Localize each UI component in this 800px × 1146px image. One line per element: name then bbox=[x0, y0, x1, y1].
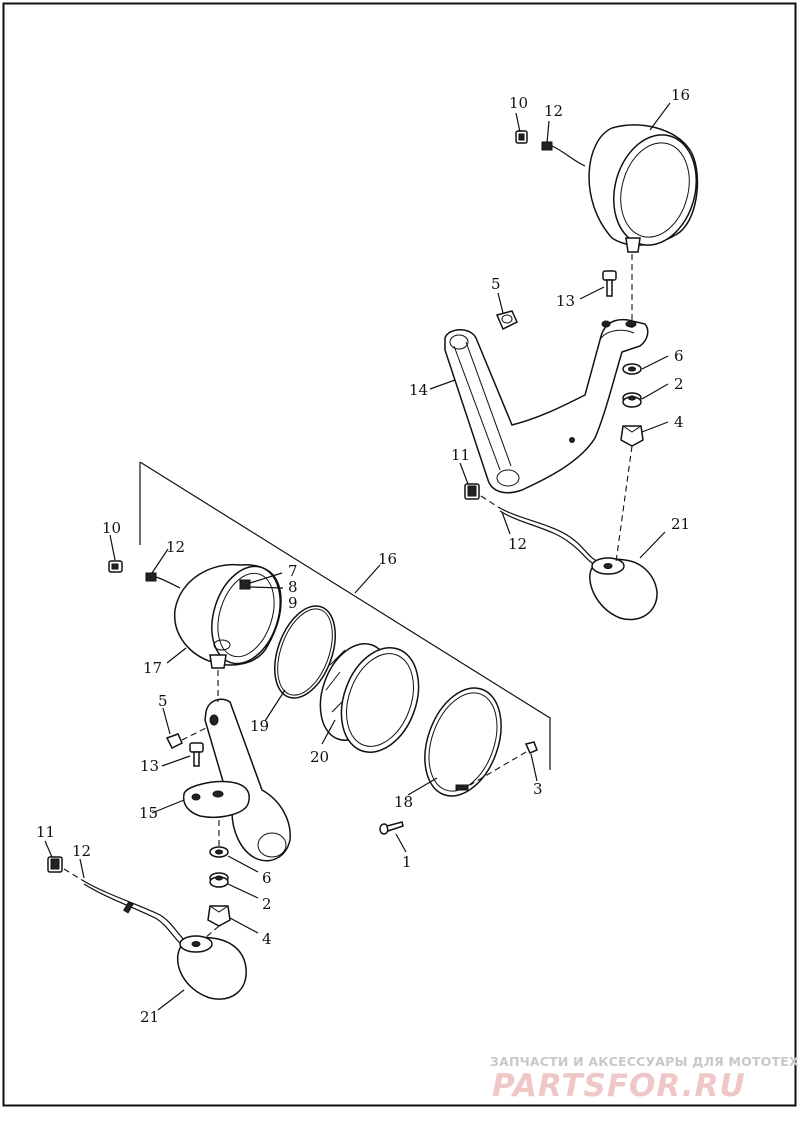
gasket-ring-19 bbox=[274, 605, 336, 699]
callout-12: 12 bbox=[508, 535, 527, 553]
callout-19: 19 bbox=[250, 717, 269, 735]
callout-21: 21 bbox=[140, 1008, 159, 1026]
lower-bolt-13 bbox=[189, 742, 204, 767]
callout-1: 1 bbox=[402, 853, 412, 871]
screw-1 bbox=[379, 821, 404, 835]
callout-21: 21 bbox=[671, 515, 690, 533]
callout-2: 2 bbox=[674, 375, 684, 393]
lower-axis-line-b bbox=[204, 820, 220, 939]
lower-bracket-15 bbox=[182, 698, 291, 862]
upper-bolt-13 bbox=[602, 270, 617, 297]
callout-12: 12 bbox=[544, 102, 563, 120]
callout-14: 14 bbox=[409, 381, 428, 399]
callout-5: 5 bbox=[491, 275, 501, 293]
callout-12: 12 bbox=[72, 842, 91, 860]
sealed-beam-20 bbox=[319, 643, 420, 753]
callout-10: 10 bbox=[102, 519, 121, 537]
group-bracket-right bbox=[139, 461, 551, 770]
callout-4: 4 bbox=[674, 413, 684, 431]
upper-signal-wire-12 bbox=[480, 495, 601, 567]
lower-connector-10 bbox=[108, 560, 123, 573]
upper-assembly bbox=[444, 124, 699, 621]
lower-lamp-housing-17 bbox=[174, 563, 282, 669]
callout-7: 7 bbox=[288, 562, 298, 580]
upper-connector-10 bbox=[515, 130, 528, 144]
upper-axis-line-b bbox=[615, 445, 633, 563]
callout-17: 17 bbox=[143, 659, 162, 677]
upper-turn-signal-21 bbox=[589, 557, 658, 621]
callout-18: 18 bbox=[394, 793, 413, 811]
callout-5: 5 bbox=[158, 692, 168, 710]
lower-assembly bbox=[47, 461, 551, 1000]
leader-lines bbox=[44, 102, 671, 1011]
watermark-logo: PARTSFOR.RU bbox=[492, 1068, 746, 1104]
lower-hardware-stack bbox=[207, 846, 231, 927]
callout-3: 3 bbox=[533, 780, 543, 798]
lower-connector-11 bbox=[47, 856, 63, 873]
upper-connector-11 bbox=[464, 483, 480, 500]
callout-13: 13 bbox=[140, 757, 159, 775]
callout-4: 4 bbox=[262, 930, 272, 948]
upper-cap-nut-5 bbox=[495, 310, 518, 331]
lower-cap-nut-5 bbox=[165, 727, 207, 750]
trim-ring-18 bbox=[424, 687, 502, 797]
callouts: 10 12 16 5 13 14 6 2 4 11 12 21 10 12 7 … bbox=[36, 86, 690, 1026]
callout-13: 13 bbox=[556, 292, 575, 310]
upper-hardware-stack bbox=[620, 363, 644, 447]
callout-2: 2 bbox=[262, 895, 272, 913]
callout-12: 12 bbox=[166, 538, 185, 556]
callout-16: 16 bbox=[671, 86, 690, 104]
lower-wire-12 bbox=[145, 572, 181, 589]
callout-15: 15 bbox=[139, 804, 158, 822]
callout-6: 6 bbox=[674, 347, 684, 365]
callout-9: 9 bbox=[288, 594, 298, 612]
callout-20: 20 bbox=[310, 748, 329, 766]
lower-signal-wire-12 bbox=[63, 868, 189, 948]
upper-lamp-housing bbox=[588, 124, 699, 253]
upper-wire-12 bbox=[541, 141, 586, 167]
lower-turn-signal-21 bbox=[176, 935, 247, 1000]
callout-11: 11 bbox=[451, 446, 470, 464]
page-border bbox=[2, 2, 797, 1107]
watermark: ЗАПЧАСТИ И АКСЕССУАРЫ ДЛЯ МОТОТЕХНИКИ PA… bbox=[490, 1054, 800, 1104]
watermark-tagline: ЗАПЧАСТИ И АКСЕССУАРЫ ДЛЯ МОТОТЕХНИКИ bbox=[490, 1054, 800, 1069]
callout-6: 6 bbox=[262, 869, 272, 887]
upper-bracket-14 bbox=[444, 318, 649, 494]
callout-16: 16 bbox=[378, 550, 397, 568]
callout-11: 11 bbox=[36, 823, 55, 841]
callout-10: 10 bbox=[509, 94, 528, 112]
callout-8: 8 bbox=[288, 578, 298, 596]
nut-3 bbox=[469, 741, 538, 786]
